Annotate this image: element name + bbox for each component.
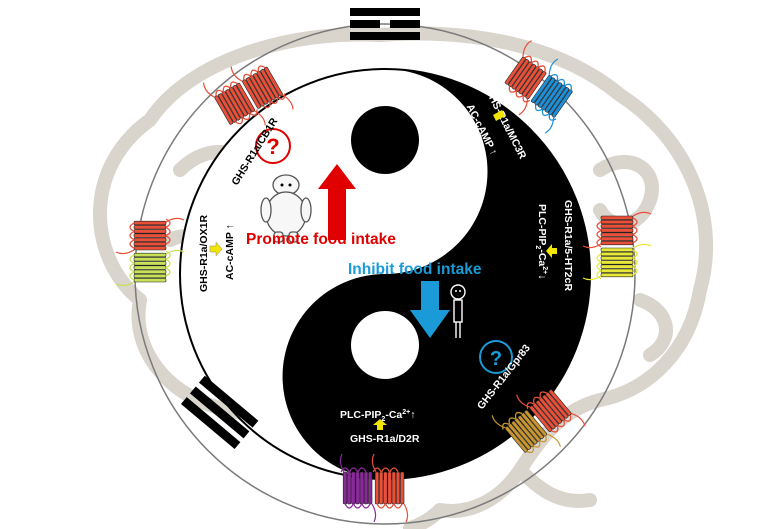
thin-figure-icon: [450, 284, 466, 338]
promote-arrow-up: [318, 164, 356, 240]
yang-dot-white: [351, 311, 419, 379]
question-circle-left: ?: [255, 128, 291, 164]
ox1r-receptor-pair: [115, 217, 185, 287]
svg-text:?: ?: [490, 348, 502, 370]
mc3r-receptor-pair: [504, 40, 573, 134]
yin-black-half: [282, 69, 590, 479]
ht2cr-receptor-pair: [582, 211, 652, 281]
ox1r-group-labels: GHS-R1a/OX1R AC-cAMP ↑: [198, 215, 236, 292]
d2r-pathway-label: PLC-PIP2-Ca2+↑: [340, 409, 415, 423]
svg-text:?: ?: [266, 134, 279, 159]
svg-text:AC-cAMP ↑: AC-cAMP ↑: [224, 224, 236, 280]
trigram-top: [350, 8, 420, 40]
yin-yang-symbol: [179, 68, 591, 480]
trigram-bottom-left: [180, 375, 259, 450]
d2r-connector-arrow: [373, 419, 387, 430]
inhibit-label: Inhibit food intake: [348, 261, 482, 278]
question-circle-right: ?: [479, 340, 513, 374]
yin-dot-black: [351, 106, 419, 174]
ht2cr-group-labels: GHS-R1a/5-HT2cR PLC-PIP2-Ca2+↓: [534, 200, 574, 291]
svg-text:PLC-PIP2-Ca2+↓: PLC-PIP2-Ca2+↓: [534, 204, 548, 279]
ht2cr-connector-arrow: [546, 244, 557, 258]
svg-text:GHS-R1a/OX1R: GHS-R1a/OX1R: [198, 215, 210, 292]
mc3r-connector-arrow: [493, 110, 505, 121]
ox1r-connector-arrow: [209, 241, 223, 257]
cb1r-receptor-pair: [202, 65, 294, 126]
chubby-figure-icon: [260, 174, 312, 243]
inhibit-arrow-down: [410, 281, 450, 338]
gpr83-receptor-pair: [491, 389, 586, 454]
d2r-label: GHS-R1a/D2R: [350, 433, 420, 445]
promote-label: Promote food intake: [246, 231, 396, 248]
d2r-receptor-pair: [339, 453, 409, 523]
svg-text:GHS-R1a/5-HT2cR: GHS-R1a/5-HT2cR: [562, 200, 574, 291]
